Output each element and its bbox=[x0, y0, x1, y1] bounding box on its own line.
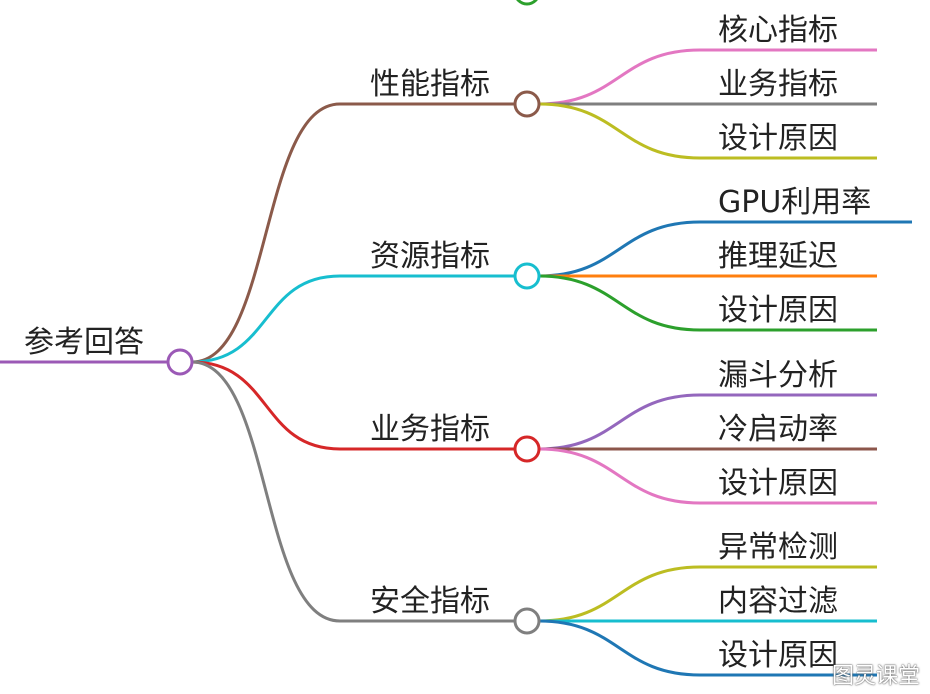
nodes-layer bbox=[166, 0, 541, 635]
leaf-label-0-1: 业务指标 bbox=[718, 67, 838, 102]
root-label: 参考回答 bbox=[24, 325, 144, 360]
branch-label-0: 性能指标 bbox=[370, 67, 490, 102]
labels-layer: 参考回答性能指标核心指标业务指标设计原因资源指标GPU利用率推理延迟设计原因业务… bbox=[24, 13, 871, 673]
edge-0-to-leaf-0 bbox=[537, 48, 702, 106]
edge-root-to-2 bbox=[190, 360, 342, 451]
leaf-label-3-1: 内容过滤 bbox=[718, 584, 838, 619]
leaf-label-0-2: 设计原因 bbox=[718, 121, 838, 156]
leaf-label-0-0: 核心指标 bbox=[718, 13, 838, 48]
edge-1-to-leaf-0 bbox=[537, 220, 702, 278]
root-node bbox=[166, 348, 194, 376]
leaf-label-3-0: 异常检测 bbox=[718, 530, 838, 565]
edge-3-to-leaf-0 bbox=[537, 565, 702, 623]
leaf-label-2-0: 漏斗分析 bbox=[718, 358, 838, 393]
edge-0-to-leaf-2 bbox=[537, 102, 702, 160]
branch-node-1 bbox=[513, 262, 541, 290]
leaf-label-2-2: 设计原因 bbox=[718, 466, 838, 501]
edge-2-to-leaf-2 bbox=[537, 447, 702, 505]
edge-3-to-leaf-2 bbox=[537, 619, 702, 677]
edge-1-to-leaf-2 bbox=[537, 274, 702, 332]
leaf-label-1-0: GPU利用率 bbox=[718, 185, 871, 220]
leaf-label-2-1: 冷启动率 bbox=[718, 412, 838, 447]
edge-2-to-leaf-0 bbox=[537, 393, 702, 451]
branch-node-3 bbox=[513, 607, 541, 635]
edge-root-to-0 bbox=[190, 102, 342, 364]
edges-layer bbox=[0, 48, 912, 677]
branch-node-0 bbox=[513, 90, 541, 118]
edge-root-to-3 bbox=[190, 360, 342, 623]
branch-label-1: 资源指标 bbox=[370, 239, 490, 274]
leaf-label-3-2: 设计原因 bbox=[718, 638, 838, 673]
leaf-label-1-1: 推理延迟 bbox=[718, 239, 838, 274]
watermark: 图灵课堂 bbox=[831, 664, 920, 689]
branch-node-2 bbox=[513, 435, 541, 463]
offscreen-node-top bbox=[516, 0, 538, 6]
leaf-label-1-2: 设计原因 bbox=[718, 293, 838, 328]
edge-root-to-1 bbox=[190, 274, 342, 364]
branch-label-2: 业务指标 bbox=[370, 412, 490, 447]
branch-label-3: 安全指标 bbox=[370, 584, 490, 619]
